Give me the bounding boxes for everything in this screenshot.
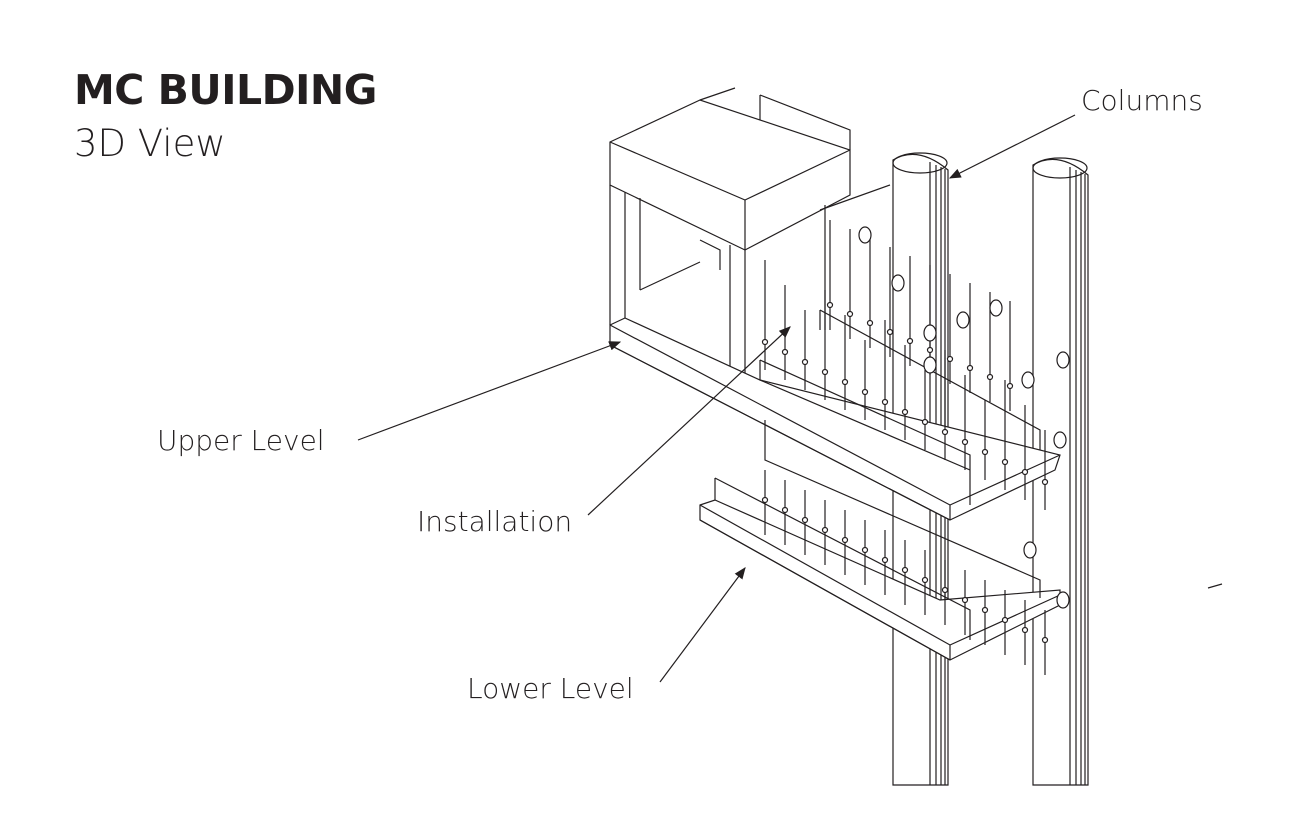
rod-bead — [1021, 468, 1029, 476]
rod-bead — [841, 378, 849, 386]
label-columns: Columns — [1081, 84, 1203, 117]
rod-bead — [881, 398, 889, 406]
column-fixture-ring — [956, 311, 970, 329]
rod-bead — [1021, 626, 1029, 634]
column-fixture-ring — [923, 356, 937, 374]
rod-bead — [986, 373, 994, 381]
rod-bead — [961, 438, 969, 446]
column-fixture-ring — [1023, 541, 1037, 559]
rod-bead — [981, 606, 989, 614]
rod-bead — [781, 506, 789, 514]
rod-bead — [886, 328, 894, 336]
rod-bead — [881, 556, 889, 564]
column-right — [1032, 157, 1089, 786]
rod-bead — [801, 516, 809, 524]
rod-bead — [841, 536, 849, 544]
columns-leader-arrow — [948, 114, 1076, 179]
rod-bead — [941, 428, 949, 436]
column-fixture-ring — [1056, 351, 1070, 369]
rod-bead — [826, 301, 834, 309]
rod-bead — [906, 337, 914, 345]
rod-bead — [921, 418, 929, 426]
rod-bead — [861, 546, 869, 554]
column-fixture-ring — [891, 274, 905, 292]
upper-level-leader-arrow — [357, 341, 622, 441]
rod-bead — [901, 408, 909, 416]
rod-bead — [926, 346, 934, 354]
lower-level-tray — [699, 420, 1061, 661]
upper-level-slab — [609, 309, 1061, 521]
rod-bead — [921, 576, 929, 584]
rod-bead — [941, 586, 949, 594]
installation-rods — [761, 220, 1070, 675]
column-fixture-ring — [1056, 591, 1070, 609]
rod-bead — [821, 526, 829, 534]
label-lower-level: Lower Level — [467, 672, 634, 705]
rod-bead — [866, 319, 874, 327]
label-installation: Installation — [417, 505, 573, 538]
rod-bead — [946, 355, 954, 363]
rod-bead — [901, 566, 909, 574]
rod-bead — [961, 596, 969, 604]
lower-level-leader-arrow — [659, 567, 746, 683]
rod-bead — [1001, 616, 1009, 624]
column-fixture-ring — [923, 324, 937, 342]
diagram-subtitle: 3D View — [74, 122, 226, 165]
rod-bead — [1006, 382, 1014, 390]
rod-bead — [846, 310, 854, 318]
rod-bead — [821, 368, 829, 376]
rod-bead — [1041, 478, 1049, 486]
rod-bead — [966, 364, 974, 372]
column-fixture-ring — [1053, 431, 1067, 449]
rod-bead — [1041, 636, 1049, 644]
column-fixture-ring — [1021, 371, 1035, 389]
rod-bead — [781, 348, 789, 356]
upper-box — [609, 87, 891, 385]
rod-bead — [861, 388, 869, 396]
rod-bead — [801, 358, 809, 366]
column-fixture-ring — [989, 299, 1003, 317]
rod-bead — [761, 338, 769, 346]
column-fixture-ring — [858, 226, 872, 244]
label-upper-level: Upper Level — [157, 424, 325, 457]
installation-leader-arrow — [587, 326, 791, 516]
rod-bead — [981, 448, 989, 456]
rod-bead — [761, 496, 769, 504]
rod-bead — [1001, 458, 1009, 466]
diagram-title: MC BUILDING — [74, 66, 377, 114]
